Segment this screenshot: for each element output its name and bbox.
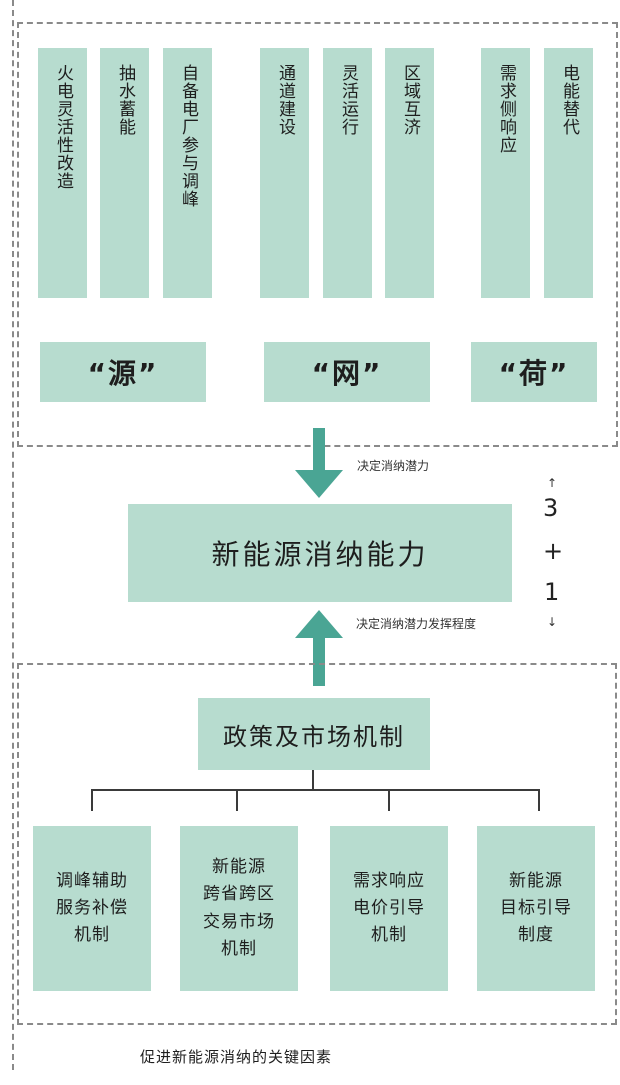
grid-item-channel: 通道建设 <box>260 48 309 298</box>
side-three: 3 <box>543 494 559 522</box>
side-one: 1 <box>544 578 560 606</box>
mechanism-demand-pricing: 需求响应 电价引导 机制 <box>330 826 448 991</box>
source-item-label: 抽水蓄能 <box>115 64 135 136</box>
load-item-demand-response: 需求侧响应 <box>481 48 530 298</box>
tree-drop-4 <box>538 789 540 811</box>
load-item-label: 电能替代 <box>559 64 579 136</box>
load-item-label: 需求侧响应 <box>496 64 516 154</box>
side-up-mark: ↑ <box>547 476 558 490</box>
mechanism-cross-region-trade: 新能源 跨省跨区 交易市场 机制 <box>180 826 298 991</box>
source-item-label: 自备电厂参与调峰 <box>178 64 198 208</box>
mechanism-peak-shaving: 调峰辅助 服务补偿 机制 <box>33 826 151 991</box>
load-label: “荷” <box>471 342 597 402</box>
source-label: “源” <box>40 342 206 402</box>
source-item-pumped-storage: 抽水蓄能 <box>100 48 149 298</box>
tree-drop-2 <box>236 789 238 811</box>
arrow-up-icon <box>295 610 343 686</box>
tree-bar <box>91 789 540 791</box>
center-capacity-box: 新能源消纳能力 <box>128 504 512 602</box>
grid-item-flexible: 灵活运行 <box>323 48 372 298</box>
mechanism-target-guidance: 新能源 目标引导 制度 <box>477 826 595 991</box>
diagram-caption: 促进新能源消纳的关键因素 <box>140 1048 333 1066</box>
grid-label: “网” <box>264 342 430 402</box>
source-item-captive-plant: 自备电厂参与调峰 <box>163 48 212 298</box>
side-plus: + <box>543 537 564 565</box>
tree-drop-1 <box>91 789 93 811</box>
bottom-policy-panel <box>17 663 617 1025</box>
arrow-top-label: 决定消纳潜力 <box>357 459 430 473</box>
outer-left-border <box>12 0 14 1070</box>
tree-drop-3 <box>388 789 390 811</box>
side-down-mark: ↓ <box>547 615 558 629</box>
grid-item-label: 区域互济 <box>400 64 420 136</box>
grid-item-regional: 区域互济 <box>385 48 434 298</box>
arrow-bottom-label: 决定消纳潜力发挥程度 <box>356 617 477 631</box>
grid-item-label: 通道建设 <box>275 64 295 136</box>
arrow-down-icon <box>295 428 343 498</box>
tree-stem <box>312 770 314 790</box>
source-item-thermal: 火电灵活性改造 <box>38 48 87 298</box>
grid-item-label: 灵活运行 <box>338 64 358 136</box>
source-item-label: 火电灵活性改造 <box>53 64 73 190</box>
policy-box: 政策及市场机制 <box>198 698 430 770</box>
load-item-electrification: 电能替代 <box>544 48 593 298</box>
